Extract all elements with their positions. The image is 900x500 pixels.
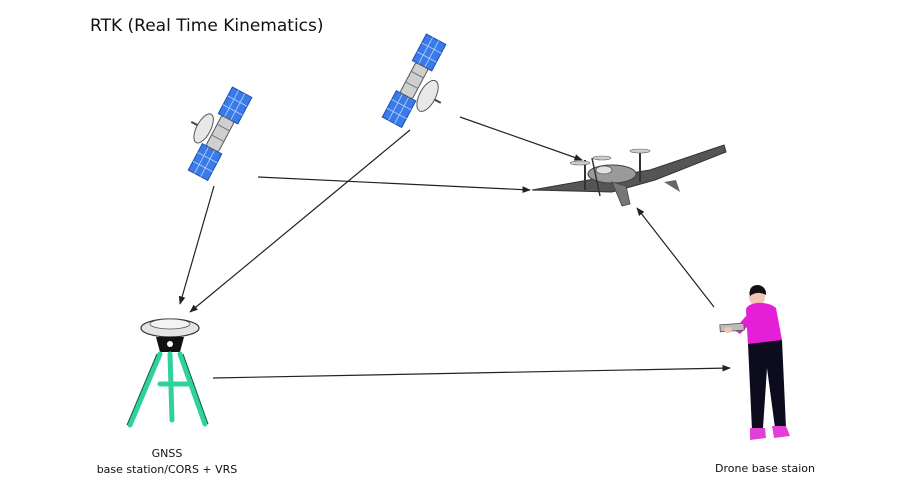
arrow-sat1-to-drone [257, 176, 531, 193]
satellite-icon [381, 33, 447, 129]
connection-arrows [178, 116, 731, 379]
operator-person-icon [719, 284, 790, 440]
arrow-sat2-to-gnss [189, 129, 411, 313]
gnss-label-line2: base station/CORS + VRS [96, 463, 238, 476]
gnss-station-label: GNSS base station/CORS + VRS [72, 446, 262, 478]
arrow-sat1-to-gnss [178, 185, 215, 305]
arrow-gnss-to-operator [212, 364, 731, 379]
diagram-title: RTK (Real Time Kinematics) [90, 16, 324, 36]
gnss-receiver-icon [126, 318, 209, 428]
arrow-operator-to-drone [636, 207, 715, 308]
satellite-icon [187, 86, 253, 182]
drone-aircraft-icon [531, 144, 727, 207]
gnss-label-line1: GNSS [151, 447, 183, 460]
arrow-sat2-to-drone [459, 116, 583, 161]
drone-base-station-label: Drone base staion [715, 462, 815, 475]
